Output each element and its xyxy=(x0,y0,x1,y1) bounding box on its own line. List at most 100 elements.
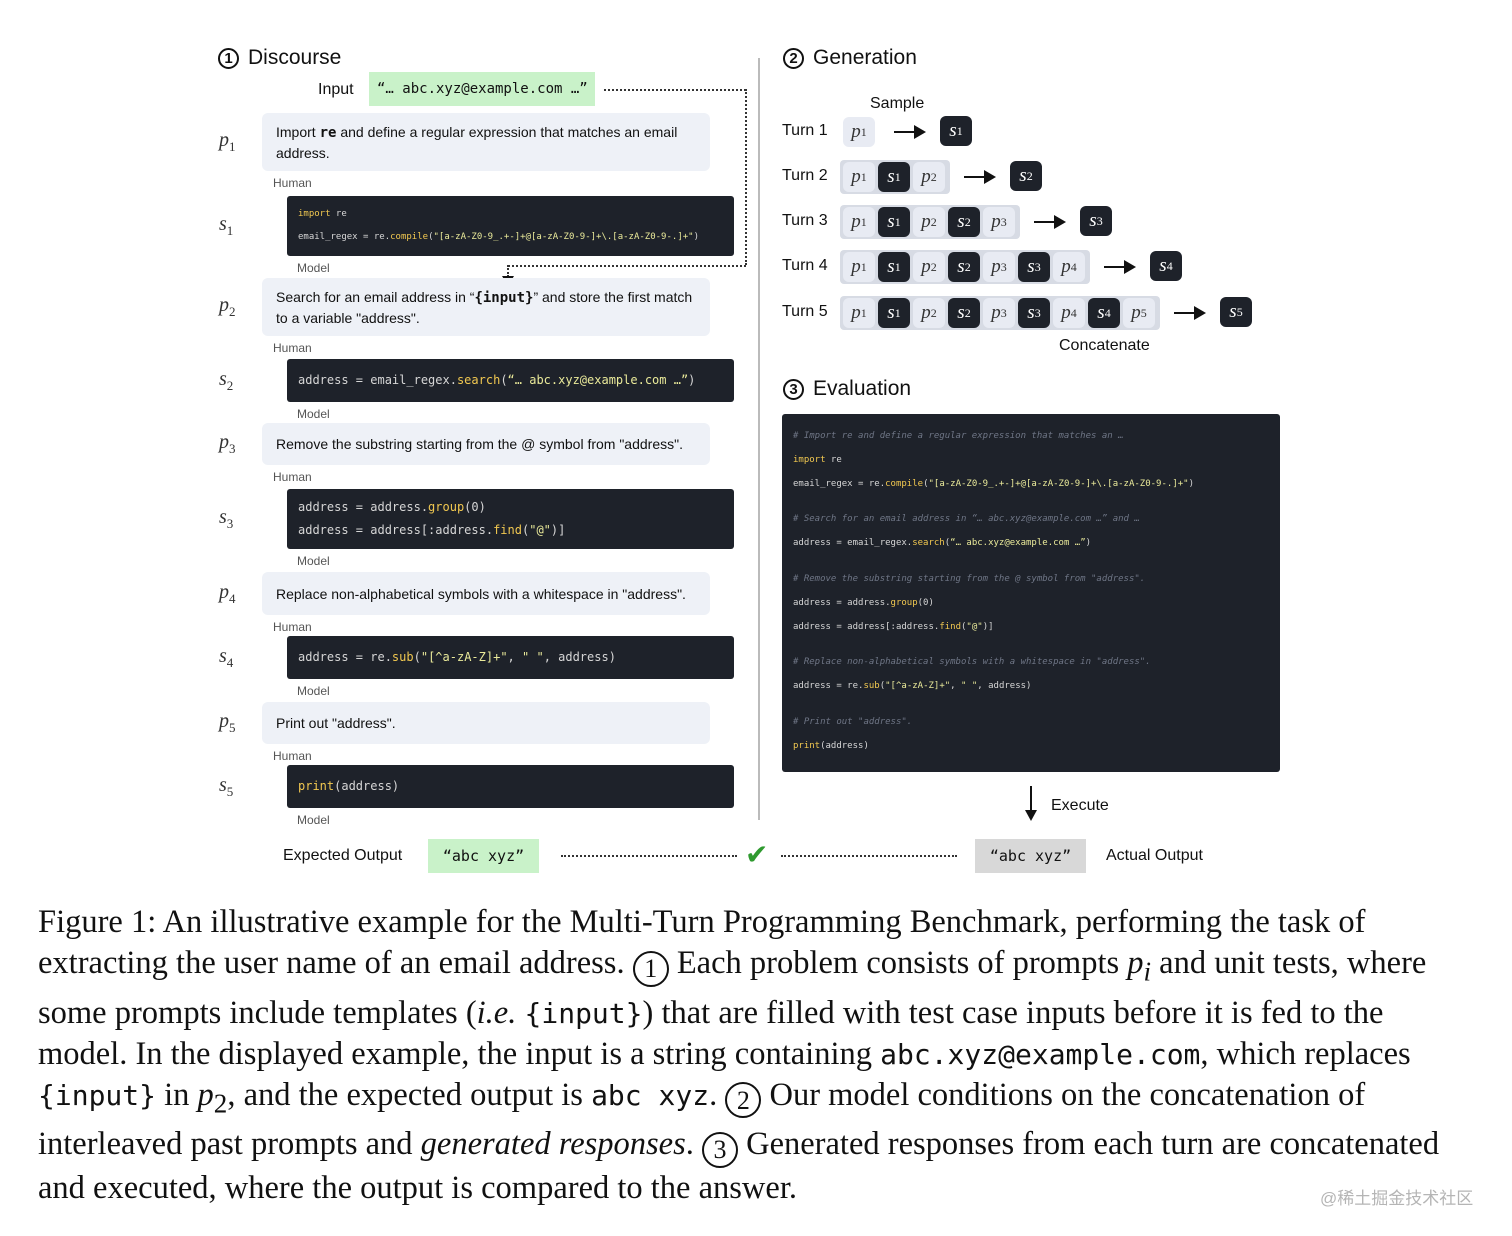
item-variable-p1: p1 xyxy=(219,129,236,154)
expected-output-value: “abc xyz” xyxy=(428,839,539,873)
sample-label: Sample xyxy=(870,95,925,112)
role-label: Human xyxy=(273,470,312,484)
actual-output-value: “abc xyz” xyxy=(975,839,1086,873)
role-label: Human xyxy=(273,176,312,190)
eval-code-line: # Import re and define a regular express… xyxy=(793,431,1124,441)
prompt-p3: Remove the substring starting from the @… xyxy=(262,423,710,465)
eval-code-line xyxy=(793,699,1269,711)
eval-code-line: import re xyxy=(793,454,842,465)
prompt-p2: Search for an email address in “{input}”… xyxy=(262,278,710,336)
section-divider xyxy=(758,58,760,820)
discourse-title: 1 Discourse xyxy=(218,46,341,70)
turn-arrow-4 xyxy=(1104,260,1136,274)
eval-code-line xyxy=(793,496,1269,508)
prompt-p5: Print out "address". xyxy=(262,702,710,744)
eval-code-line: email_regex = re.compile("[a-zA-Z0-9_.+-… xyxy=(793,478,1194,489)
turn-label-2: Turn 2 xyxy=(782,167,828,184)
eval-code-line: address = address.group(0) xyxy=(793,597,934,608)
eval-code-line: # Replace non-alphabetical symbols with … xyxy=(793,657,1151,668)
code-line: address = address.group(0) xyxy=(298,500,486,514)
input-connector-v2 xyxy=(507,265,509,277)
prompt-text: Replace non-alphabetical symbols with a … xyxy=(276,585,686,602)
turn-label-3: Turn 3 xyxy=(782,212,828,229)
evaluation-code: # Import re and define a regular express… xyxy=(782,414,1280,772)
prompt-p1: Import re and define a regular expressio… xyxy=(262,113,710,171)
item-variable-s4: s4 xyxy=(219,644,234,670)
code-s5: print(address) xyxy=(287,765,734,808)
figure-caption: Figure 1: An illustrative example for th… xyxy=(38,904,1440,1206)
turn-arrow-2 xyxy=(964,170,996,184)
role-label: Human xyxy=(273,341,312,355)
turn-arrow-1 xyxy=(894,125,926,139)
prompt-p4: Replace non-alphabetical symbols with a … xyxy=(262,572,710,615)
code-line: email_regex = re.compile("[a-zA-Z0-9_.+-… xyxy=(298,232,699,242)
generation-title: 2 Generation xyxy=(783,46,917,70)
eval-code-line xyxy=(793,556,1269,568)
prompt-text: Remove the substring starting from the @… xyxy=(276,436,683,452)
turn-label-4: Turn 4 xyxy=(782,257,828,274)
eval-code-line: # Print out "address". xyxy=(793,716,913,727)
section-number-3: 3 xyxy=(783,378,804,400)
item-variable-p3: p3 xyxy=(219,431,236,456)
role-label: Model xyxy=(297,554,330,568)
role-label: Human xyxy=(273,620,312,634)
turn-label-5: Turn 5 xyxy=(782,303,828,320)
input-value: “… abc.xyz@example.com …” xyxy=(369,72,595,106)
turn-arrow-3 xyxy=(1034,215,1066,229)
item-variable-p5: p5 xyxy=(219,710,236,735)
item-variable-p2: p2 xyxy=(219,294,236,319)
concatenate-label: Concatenate xyxy=(1059,337,1150,354)
input-connector-h2 xyxy=(508,265,746,267)
watermark: @稀土掘金技术社区 xyxy=(1320,1189,1474,1208)
code-line: address = re.sub("[^a-zA-Z]+", " ", addr… xyxy=(298,650,616,664)
eval-code-line: address = email_regex.search(“… abc.xyz@… xyxy=(793,538,1092,549)
input-label: Input xyxy=(318,81,354,98)
prompt-text: Import re and define a regular expressio… xyxy=(276,123,678,161)
section-number-2: 2 xyxy=(783,47,804,69)
eval-code-line: address = address[:address.find("@")] xyxy=(793,621,994,632)
actual-connector xyxy=(781,855,957,857)
generation-title-text: Generation xyxy=(813,46,917,69)
eval-code-line: print(address) xyxy=(793,740,869,751)
execute-arrow-head xyxy=(1025,810,1037,821)
code-s3: address = address.group(0) address = addr… xyxy=(287,489,734,549)
item-variable-s1: s1 xyxy=(219,213,234,238)
evaluation-title: 3 Evaluation xyxy=(783,377,911,401)
turn-arrow-5 xyxy=(1174,306,1206,320)
code-line: import re xyxy=(298,209,347,219)
code-line: address = address[:address.find("@")] xyxy=(298,523,566,537)
code-s1: import re email_regex = re.compile("[a-zA… xyxy=(287,196,734,256)
discourse-title-text: Discourse xyxy=(248,46,342,69)
item-variable-s3: s3 xyxy=(219,506,234,531)
code-line: print(address) xyxy=(298,779,400,793)
actual-output-label: Actual Output xyxy=(1106,847,1203,864)
role-label: Model xyxy=(297,684,330,698)
execute-label: Execute xyxy=(1051,797,1109,814)
